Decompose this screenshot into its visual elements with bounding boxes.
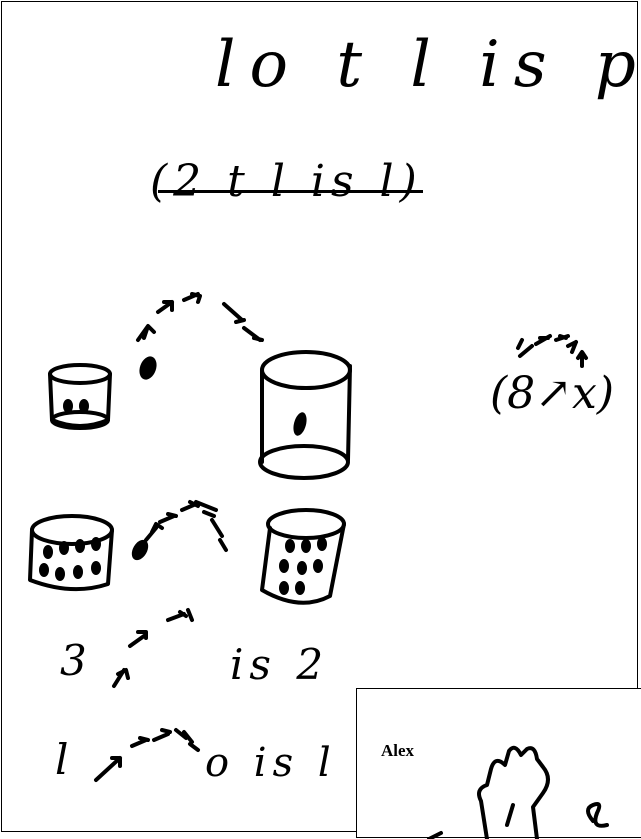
strike-through: [158, 190, 423, 193]
dotted-cup-left: [28, 514, 114, 592]
arrow-arc-3: [112, 608, 194, 688]
crossed-text: (2 t l is l): [150, 156, 423, 207]
handwritten-line-4-right: o is l: [205, 740, 337, 786]
handwritten-line-1: lo t l is p: [215, 28, 641, 102]
inset-drawing-panel: Alex: [356, 688, 641, 839]
arrow-arc-1: [136, 292, 264, 342]
margin-note: (8↗x): [490, 368, 615, 419]
dotted-cup-right: [260, 508, 346, 605]
margin-arrows: [516, 334, 588, 368]
handwritten-line-4-left: l: [55, 735, 75, 784]
hand-doodle-sketch: [427, 745, 609, 839]
dots: [39, 356, 327, 595]
arrow-arc-4: [94, 728, 200, 782]
handwritten-crossed-line: (2 t l is l): [150, 156, 423, 207]
handwritten-line-3-left: 3: [60, 636, 93, 685]
tall-cylinder-sketch: [258, 350, 352, 480]
handwritten-line-3-right: is 2: [230, 640, 330, 689]
author-label: Alex: [381, 741, 415, 760]
arrow-arc-2: [144, 500, 228, 552]
small-cup-sketch: [48, 363, 112, 430]
